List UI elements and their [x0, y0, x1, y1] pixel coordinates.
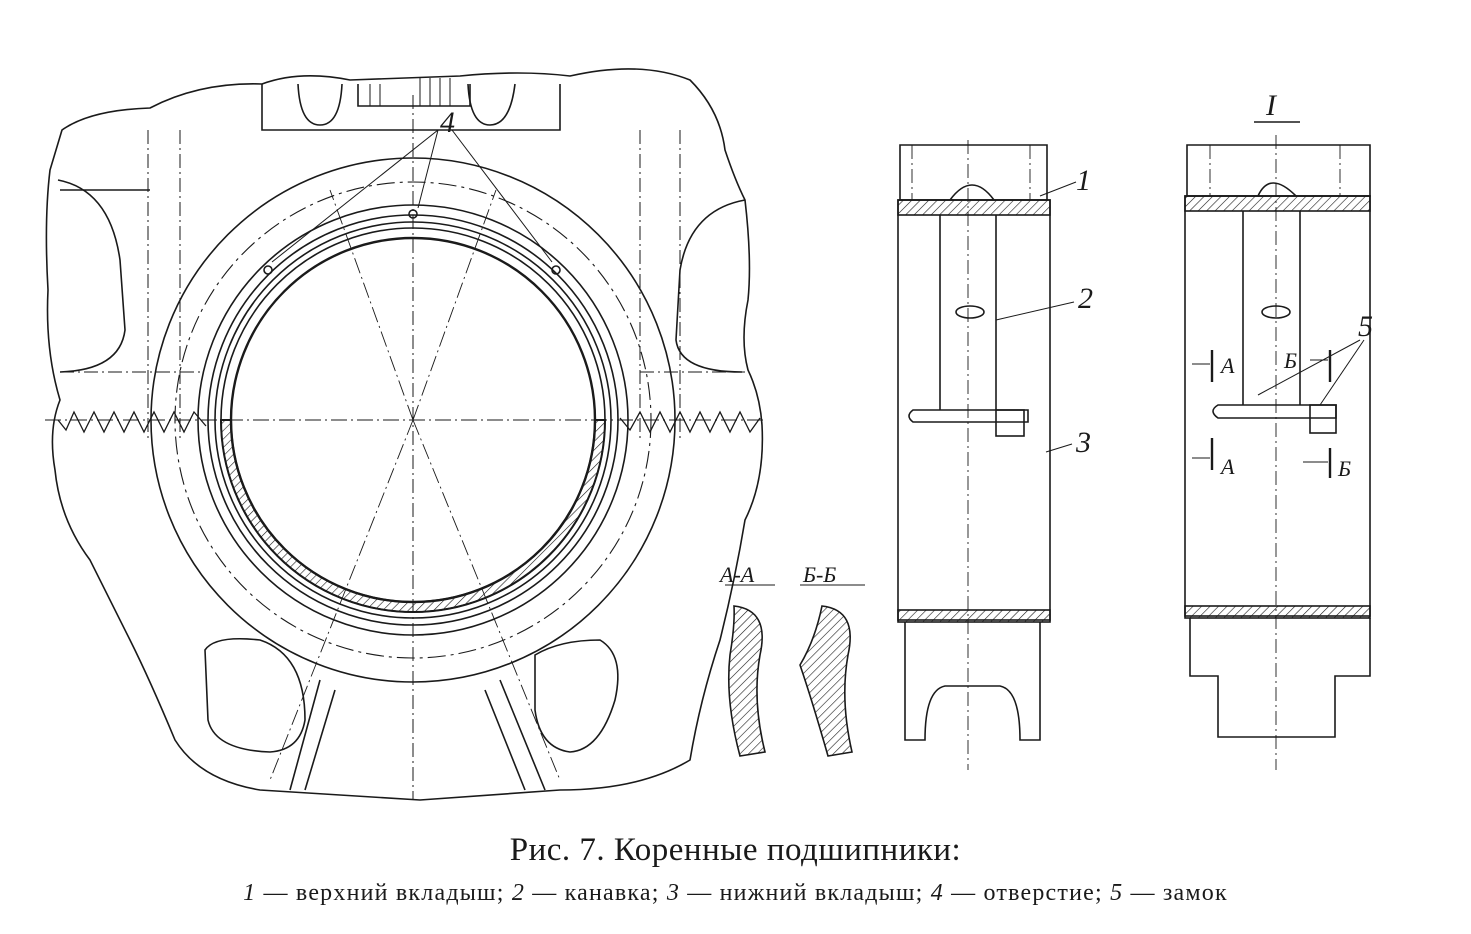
label-2: 2 — [1078, 282, 1093, 315]
label-section-bb: Б-Б — [802, 562, 836, 587]
legend-item: 1 — верхний вкладыш; — [243, 880, 512, 906]
section-bb — [799, 584, 865, 757]
crankcase-outline — [45, 68, 764, 801]
legend-item: 2 — канавка; — [511, 880, 667, 906]
legend-item: 4 — отверстие; — [930, 880, 1111, 906]
label-5: 5 — [1358, 310, 1373, 343]
label-4: 4 — [440, 106, 455, 139]
liner-side-view — [897, 140, 1077, 770]
label-section-aa: А-А — [718, 562, 755, 587]
label-3: 3 — [1075, 426, 1091, 459]
label-cut-b-lower: Б — [1337, 456, 1351, 481]
label-cut-a-lower: А — [1219, 454, 1235, 479]
parting-line-left — [57, 410, 207, 434]
legend-item: 3 — нижний вкладыш; — [666, 880, 931, 906]
section-aa — [725, 584, 775, 757]
figure-legend: 1 — верхний вкладыш; 2 — канавка; 3 — ни… — [0, 880, 1471, 907]
label-cut-b-upper: Б — [1283, 348, 1297, 373]
legend-item: 5 — замок — [1110, 880, 1228, 906]
figure-title: Рис. 7. Коренные подшипники: — [509, 832, 962, 868]
bearing-front-view — [45, 68, 765, 801]
label-view-i: I — [1265, 89, 1278, 122]
label-cut-a-upper: А — [1219, 353, 1235, 378]
parting-line-right — [619, 410, 761, 434]
label-1: 1 — [1076, 164, 1091, 197]
view-i-lock — [1184, 135, 1371, 770]
